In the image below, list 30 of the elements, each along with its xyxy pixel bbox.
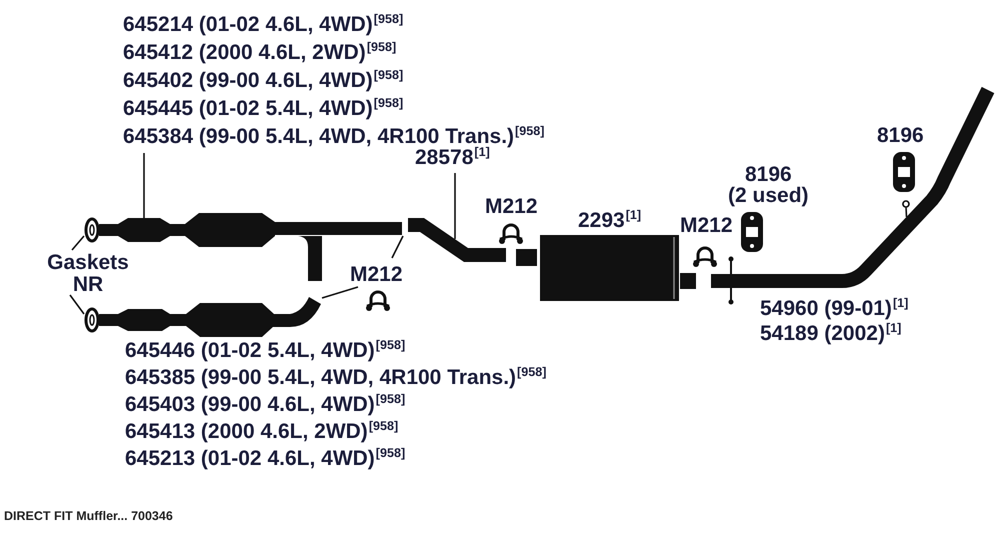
intermediate-pipe <box>408 218 506 262</box>
part-number-label: 28578$^{[1]}$ <box>415 145 490 173</box>
leader-line <box>143 153 145 218</box>
part-number-label: 645214 (01-02 4.6L, 4WD)$^{[958]}$ <box>123 12 404 38</box>
leader-line <box>322 286 358 299</box>
gasket-ring <box>84 218 100 242</box>
part-number-label: 8196 <box>877 123 924 149</box>
part-number-label: M212 <box>350 262 403 288</box>
part-number-label: 645213 (01-02 4.6L, 4WD)$^{[958]}$ <box>125 446 406 472</box>
part-number-label: 645445 (01-02 5.4L, 4WD)$^{[958]}$ <box>123 96 404 122</box>
leader-line <box>69 294 85 314</box>
part-number-label: 54189 (2002)$^{[1]}$ <box>760 321 902 347</box>
part-number-label: 645402 (99-00 4.6L, 4WD)$^{[958]}$ <box>123 68 404 94</box>
part-number-label: 645384 (99-00 5.4L, 4WD, 4R100 Trans.)$^{[958]}$ <box>123 124 544 148</box>
caption-text: DIRECT FIT Muffler... 700346 <box>4 509 173 524</box>
part-number-label: 645385 (99-00 5.4L, 4WD, 4R100 Trans.)$^{[958]}$ <box>125 365 546 391</box>
part-number-label: 645403 (99-00 4.6L, 4WD)$^{[958]}$ <box>125 392 406 418</box>
part-number-label: 645412 (2000 4.6L, 2WD)$^{[958]}$ <box>123 40 396 66</box>
part-number-label: 8196 (2 used) <box>728 164 810 206</box>
part-number-label: M212 <box>485 194 538 220</box>
gasket-ring <box>84 308 100 332</box>
part-number-label: 645446 (01-02 5.4L, 4WD)$^{[958]}$ <box>125 338 406 364</box>
part-number-label: M212 <box>680 213 733 239</box>
leader-line <box>71 235 85 251</box>
leader-line <box>454 173 456 239</box>
part-number-label: 645413 (2000 4.6L, 2WD)$^{[958]}$ <box>125 419 398 445</box>
gasket-note: Gaskets NR <box>44 252 132 296</box>
part-number-label: 54960 (99-01)$^{[1]}$ <box>760 296 908 322</box>
leader-line <box>391 236 404 258</box>
part-number-label: 2293$^{[1]}$ <box>578 208 642 234</box>
